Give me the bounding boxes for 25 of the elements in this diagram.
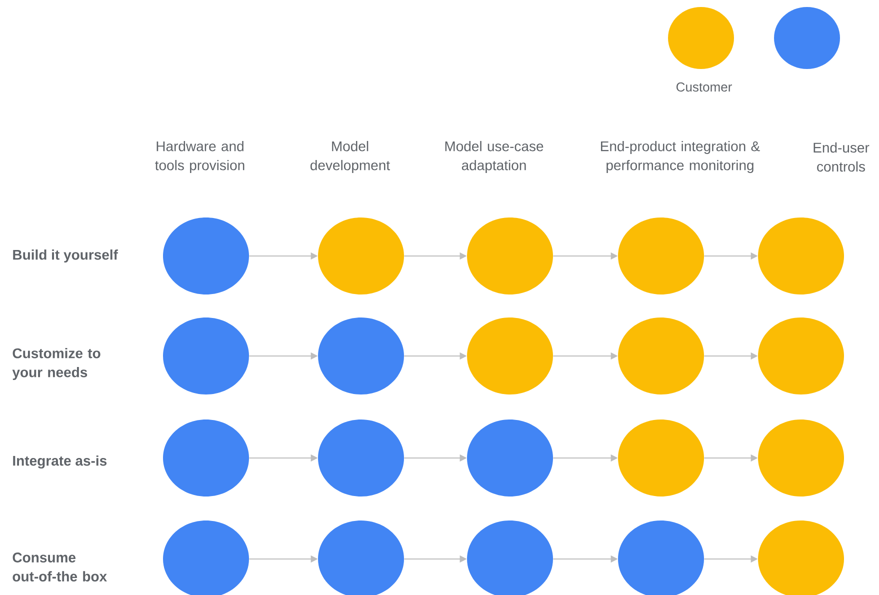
circle bbox=[618, 218, 704, 294]
circle bbox=[467, 218, 553, 294]
row-label: Integrate as-is bbox=[13, 455, 107, 469]
column-heading: Hardware and tools provision bbox=[155, 140, 244, 174]
circle bbox=[467, 318, 553, 394]
circle bbox=[467, 420, 553, 496]
column-heading: End-user controls bbox=[814, 142, 870, 172]
column-heading: Model use-case adaptation bbox=[445, 140, 544, 174]
circle bbox=[758, 420, 844, 496]
column-heading: End-product integration & performance monitoring bbox=[601, 140, 760, 174]
circle bbox=[163, 420, 249, 496]
row-label: Consume out-of-the box bbox=[12, 552, 107, 582]
circle bbox=[318, 420, 404, 496]
row-label: Build it yourself bbox=[13, 249, 118, 263]
legend-label: Customer bbox=[676, 82, 732, 92]
row-label: Customize to your needs bbox=[12, 348, 100, 380]
circle bbox=[618, 420, 704, 496]
circle bbox=[618, 318, 704, 394]
circle bbox=[758, 218, 844, 294]
circle bbox=[318, 218, 404, 294]
column-heading: Model development bbox=[310, 140, 390, 174]
circle bbox=[318, 318, 404, 394]
circle bbox=[163, 218, 249, 294]
circle bbox=[163, 318, 249, 394]
circle bbox=[758, 318, 844, 394]
